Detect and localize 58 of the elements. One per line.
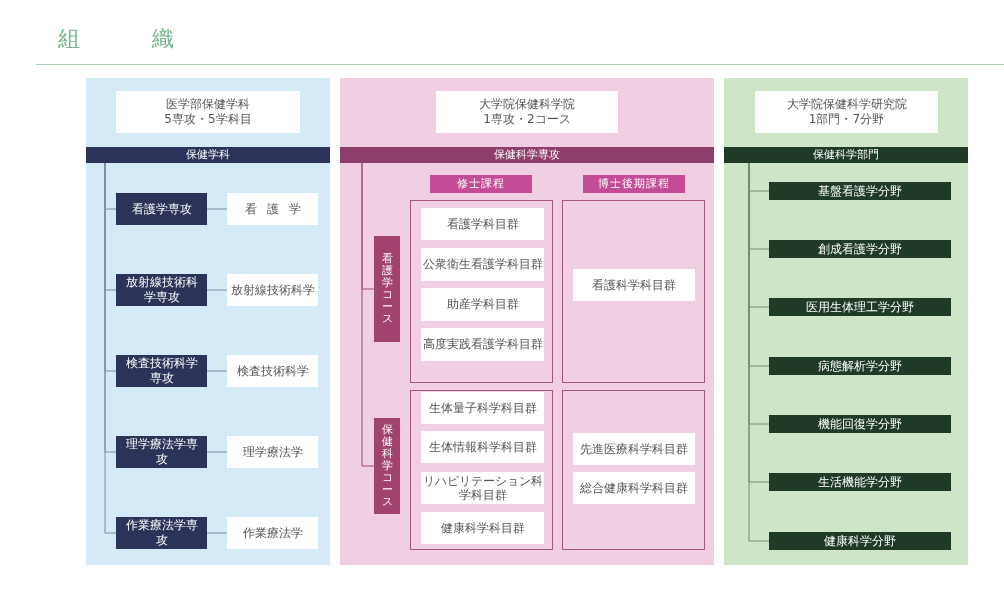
subject-box: 看護学科目群	[421, 208, 544, 240]
major-box: 創成看護学分野	[769, 240, 951, 258]
major-box: 作業療法学専攻	[116, 517, 207, 549]
subject-box: 作業療法学	[227, 517, 318, 549]
page-title: 組織	[58, 26, 246, 53]
group-frame	[562, 200, 705, 383]
major-box: 機能回復学分野	[769, 415, 951, 433]
group-frame	[410, 200, 553, 383]
header-title: 大学院保健科学院	[479, 97, 575, 112]
subject-box: 先進医療科学科目群	[573, 433, 695, 465]
connector-line	[206, 532, 228, 534]
header-box	[755, 91, 938, 133]
major-box: 基盤看護学分野	[769, 182, 951, 200]
subject-box: 検査技術科学	[227, 355, 318, 387]
header-subtitle: 1専攻・2コース	[483, 112, 571, 127]
major-box: 病態解析学分野	[769, 357, 951, 375]
major-box: 検査技術科学専攻	[116, 355, 207, 387]
major-box: 生活機能学分野	[769, 473, 951, 491]
subject-box: リハビリテーション科学科目群	[421, 472, 544, 504]
major-box: 健康科学分野	[769, 532, 951, 550]
subject-box: 生体量子科学科目群	[421, 392, 544, 424]
section-bar: 保健科学専攻	[340, 147, 714, 163]
major-box: 放射線技術科学専攻	[116, 274, 207, 306]
subject-box: 看護科学科目群	[573, 269, 695, 301]
header-title: 大学院保健科学研究院	[786, 97, 907, 112]
connector-line	[361, 162, 375, 467]
subject-box: 理学療法学	[227, 436, 318, 468]
header-box	[116, 91, 300, 133]
course-level-label: 修士課程	[430, 175, 532, 193]
department-panel	[86, 78, 330, 565]
course-label: 保健科学コース	[374, 418, 400, 514]
group-frame	[410, 390, 553, 550]
subject-box: 総合健康科学科目群	[573, 472, 695, 504]
subject-box: 放射線技術科学	[227, 274, 318, 306]
group-frame	[562, 390, 705, 550]
course-level-label: 博士後期課程	[583, 175, 685, 193]
header-box	[436, 91, 618, 133]
connector-line	[206, 370, 228, 372]
connector-line	[206, 451, 228, 453]
header-title: 医学部保健学科	[166, 97, 250, 112]
subject-box: 助産学科目群	[421, 288, 544, 321]
subject-box: 公衆衛生看護学科目群	[421, 248, 544, 281]
subject-box: 高度実践看護学科目群	[421, 328, 544, 361]
subject-box: 看護学	[227, 193, 318, 225]
subject-box: 健康科学科目群	[421, 512, 544, 544]
department-panel	[340, 78, 714, 565]
major-box: 医用生体理工学分野	[769, 298, 951, 316]
department-panel	[724, 78, 968, 565]
header-subtitle: 1部門・7分野	[808, 112, 885, 127]
major-box: 理学療法学専攻	[116, 436, 207, 468]
connector-line	[206, 208, 228, 210]
header-subtitle: 5専攻・5学科目	[164, 112, 252, 127]
course-label: 看護学コース	[374, 236, 400, 342]
major-box: 看護学専攻	[116, 193, 207, 225]
section-bar: 保健学科	[86, 147, 330, 163]
connector-line	[206, 289, 228, 291]
section-bar: 保健科学部門	[724, 147, 968, 163]
subject-box: 生体情報科学科目群	[421, 431, 544, 463]
